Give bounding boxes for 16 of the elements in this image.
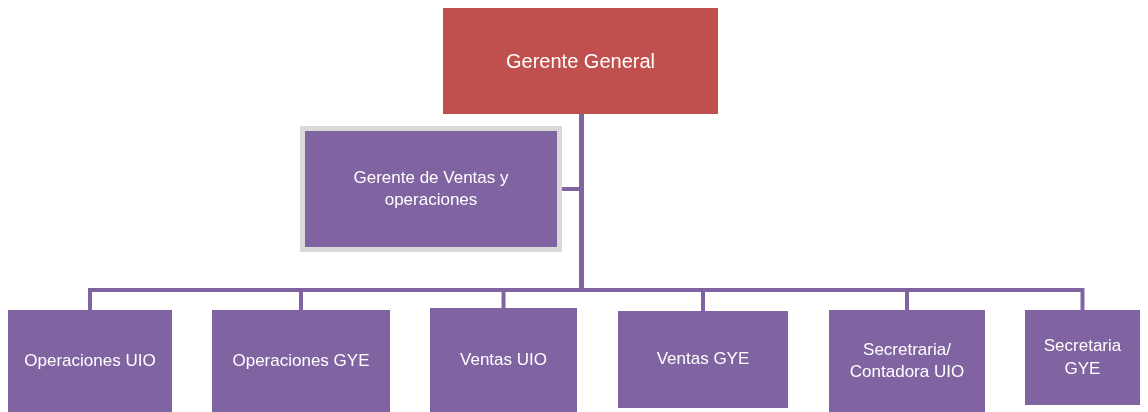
org-box: [618, 311, 788, 408]
org-box: [443, 8, 718, 114]
box-label: Secretaria GYE: [1042, 335, 1123, 380]
box-label: Ventas GYE: [656, 348, 750, 371]
box-label: Gerente de Ventas y operaciones: [352, 166, 510, 211]
org-box: [300, 126, 562, 252]
box-label: Ventas UIO: [460, 348, 547, 371]
box-label: Gerente General: [506, 49, 655, 74]
box-label: Operaciones GYE: [232, 349, 370, 372]
box-label: Secretraria/ Contadora UIO: [848, 338, 966, 383]
org-box: [8, 310, 172, 412]
box-label: Operaciones UIO: [24, 349, 156, 372]
org-box: [212, 310, 390, 412]
org-box: [430, 308, 577, 412]
org-box: [1025, 310, 1140, 405]
org-box: [829, 310, 985, 412]
